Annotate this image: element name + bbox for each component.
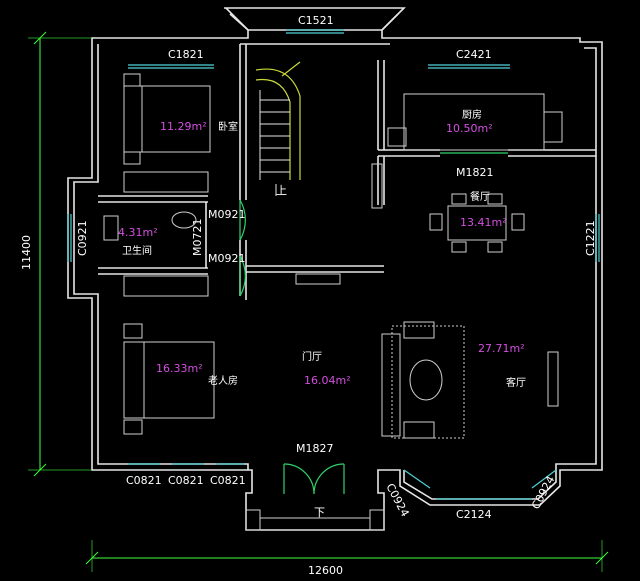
bedroom-name: 卧室 [218,120,238,133]
dining-area: 13.41m² [460,216,507,229]
furniture [103,73,563,531]
label-c1521: C1521 [298,14,334,27]
dining-name: 餐厅 [470,190,490,203]
label-m0921-bottom: M0921 [208,252,246,265]
doors [239,152,508,495]
bathroom-name: 卫生间 [122,244,152,257]
bedroom-area: 11.29m² [160,120,207,133]
label-stairs-up: 上 [276,184,287,197]
label-c0821-1: C0821 [126,474,162,487]
staircase [255,61,301,196]
elder-room-name: 老人房 [208,374,238,387]
dimension-lines [28,31,609,572]
label-m1827: M1827 [296,442,334,455]
dimension-height: 11400 [20,235,33,270]
label-m0721: M0721 [191,219,204,257]
kitchen-name: 厨房 [462,108,482,121]
dimension-width: 12600 [308,564,343,577]
foyer-name: 门厅 [302,350,322,363]
label-m0921-top: M0921 [208,208,246,221]
bathroom-area: 4.31m² [118,226,158,239]
label-c2124: C2124 [456,508,492,521]
windows [67,29,600,500]
label-c0924-left: C0924 [383,481,411,519]
living-name: 客厅 [506,376,526,389]
label-c0821-2: C0821 [168,474,204,487]
label-c0821-3: C0821 [210,474,246,487]
foyer-area: 16.04m² [304,374,351,387]
label-c0921: C0921 [76,220,89,256]
label-m1821: M1821 [456,166,494,179]
label-c1221: C1221 [584,220,597,256]
label-stairs-down: 下 [314,506,325,519]
living-area: 27.71m² [478,342,525,355]
label-c2421: C2421 [456,48,492,61]
kitchen-area: 10.50m² [446,122,493,135]
elder-room-area: 16.33m² [156,362,203,375]
label-c1821: C1821 [168,48,204,61]
